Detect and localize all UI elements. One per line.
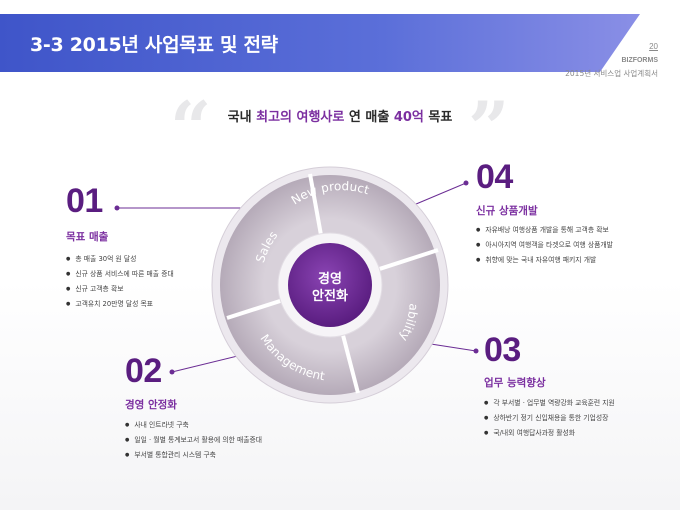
connector-04-dot [463,180,469,186]
document-name: 2015년 서비스업 사업계획서 [565,69,658,78]
headline: 국내 최고의 여행사로 연 매출 40억 목표 [0,106,680,125]
section-list-02: 사내 인트라넷 구축 일일 · 월별 통계보고서 활용에 의한 매출증대 부서별… [125,418,262,463]
list-item: 일일 · 월별 통계보고서 활용에 의한 매출증대 [125,433,262,448]
headline-highlight-2: 40억 [393,110,424,125]
list-item: 각 부서별 · 업무별 역량강화 교육훈련 지원 [484,396,614,411]
connector-01-dot [114,205,120,211]
section-list-01: 총 매출 30억 원 달성 신규 상품 서비스에 따른 매출 증대 신규 고객층… [66,252,174,312]
close-quote-icon: ” [468,85,510,170]
headline-part-2: 연 매출 [344,110,394,125]
page-title: 3-3 2015년 사업목표 및 전략 [30,34,278,56]
wheel-center-label: 경영 안전화 [290,271,370,305]
center-line-2: 안전화 [312,289,348,304]
wheel-center [288,243,372,327]
list-item: 사내 인트라넷 구축 [125,418,262,433]
center-line-1: 경영 [318,272,342,287]
list-item: 국/내외 여행답사과정 활성화 [484,426,615,441]
list-item: 아시아지역 여행객을 타겟으로 여행 상품개발 [476,238,612,253]
list-item: 상하반기 정기 신입채용을 통한 기업성장 [484,411,615,426]
section-number-02: 02 [125,352,162,390]
section-number-04: 04 [476,158,513,196]
section-title-02: 경영 안정화 [125,399,177,411]
section-title-04: 신규 상품개발 [476,205,538,217]
list-item: 취향에 맞는 국내 자유여행 패키지 개발 [476,253,613,268]
page-number: 20 [649,42,658,51]
section-list-03: 각 부서별 · 업무별 역량강화 교육훈련 지원 상하반기 정기 신입채용을 통… [484,396,615,441]
section-title-03: 업무 능력향상 [484,377,546,389]
section-number-01: 01 [66,182,103,220]
list-item: 자유배낭 여행상품 개발을 통해 고객층 확보 [476,223,613,238]
headline-part-3: 목표 [423,110,453,125]
list-item: 고객유치 20만명 달성 목표 [66,297,174,312]
list-item: 부서별 통합관리 시스템 구축 [125,448,262,463]
connector-02-dot [169,369,175,375]
open-quote-icon: “ [170,85,212,170]
headline-part-1: 국내 [227,110,257,125]
section-list-04: 자유배낭 여행상품 개발을 통해 고객층 확보 아시아지역 여행객을 타겟으로 … [476,223,613,268]
list-item: 신규 고객층 확보 [66,282,174,297]
brand-name: BIZFORMS [621,57,658,64]
connector-03-dot [473,348,479,354]
list-item: 총 매출 30억 원 달성 [66,252,174,267]
headline-highlight-1: 최고의 여행사로 [256,110,345,125]
list-item: 신규 상품 서비스에 따른 매출 증대 [66,267,173,282]
section-title-01: 목표 매출 [66,231,109,243]
section-number-03: 03 [484,331,521,369]
title-bar [0,14,640,72]
